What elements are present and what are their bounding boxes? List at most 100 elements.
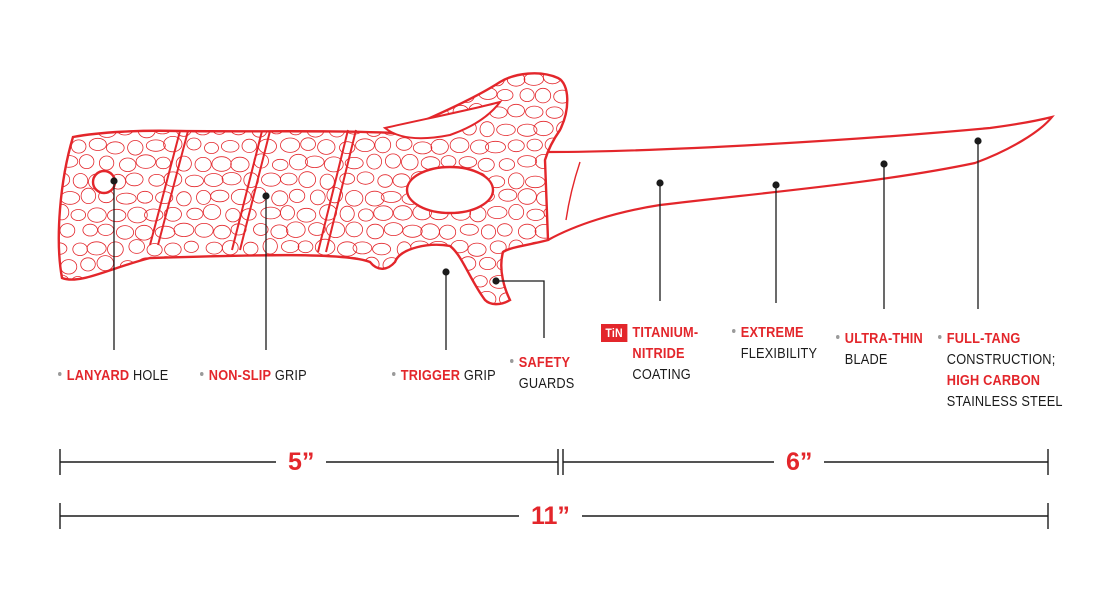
scale-cell	[148, 174, 166, 187]
scale-cell	[459, 223, 479, 236]
scale-cell	[127, 140, 144, 156]
scale-cell	[337, 241, 358, 257]
scale-cell	[73, 106, 89, 119]
scale-cell	[498, 158, 515, 171]
scale-cell	[90, 73, 107, 86]
scale-cell	[270, 224, 289, 239]
scale-cell	[87, 207, 107, 223]
scale-cell	[480, 224, 496, 240]
scale-cell	[338, 73, 356, 85]
scale-cell	[230, 188, 252, 206]
scale-cell	[339, 141, 356, 154]
scale-cell	[109, 73, 127, 83]
scale-cell	[109, 102, 125, 118]
grip-band-3	[317, 129, 357, 253]
scale-cell	[281, 272, 297, 288]
scale-cell	[353, 274, 372, 288]
scale-cell	[317, 275, 335, 288]
scale-cell	[212, 255, 229, 273]
scale-cell	[479, 121, 495, 138]
scale-cell	[250, 90, 266, 103]
scale-cell	[355, 138, 375, 153]
label-line3: COATING	[632, 367, 691, 383]
scale-cell	[507, 139, 525, 153]
scale-cell	[479, 256, 497, 270]
scale-cell	[86, 241, 107, 256]
scale-cell	[508, 203, 525, 220]
scale-cell	[183, 240, 199, 253]
label-accent: SAFETY	[518, 355, 571, 371]
scale-cell	[204, 141, 219, 154]
scale-cell	[380, 191, 402, 203]
scale-cell	[88, 137, 107, 151]
bullet-dot	[58, 372, 62, 377]
scale-cell	[82, 223, 98, 237]
scale-cell	[71, 73, 87, 87]
scale-cell	[432, 73, 449, 83]
scale-cell	[296, 73, 315, 84]
label-line2: BLADE	[844, 352, 888, 368]
scale-cell	[401, 153, 419, 171]
scale-cell	[210, 189, 230, 203]
scale-cell	[518, 259, 537, 275]
scale-cell	[356, 105, 373, 120]
scale-cell	[419, 292, 440, 305]
scale-cell	[58, 122, 77, 135]
scale-cell	[306, 256, 327, 274]
scale-cell	[241, 138, 258, 153]
callout-leaders	[110, 137, 982, 350]
scale-cell	[553, 89, 568, 104]
scale-cell	[288, 153, 308, 171]
scale-cell	[118, 86, 135, 101]
scale-cell	[107, 241, 124, 258]
scale-cell	[304, 155, 325, 169]
scale-cell	[268, 290, 289, 305]
scale-cell	[193, 292, 209, 305]
scale-cell	[525, 105, 544, 119]
scale-cell	[59, 223, 76, 238]
scale-cell	[184, 174, 204, 188]
scale-cell	[116, 192, 137, 205]
scale-cell	[526, 138, 543, 152]
scale-cell	[477, 157, 495, 172]
scale-cell	[309, 189, 326, 206]
scale-cell	[117, 292, 136, 305]
blade	[547, 115, 1055, 241]
scale-cell	[469, 73, 485, 87]
scale-cell	[287, 288, 308, 305]
callout-non-slip-grip: NON-SLIP GRIP	[200, 366, 307, 387]
scale-cell	[391, 73, 412, 88]
callout-lanyard-hole: LANYARD HOLE	[58, 366, 168, 387]
scale-cell	[253, 223, 269, 236]
handle-oval	[405, 165, 495, 215]
scale-cell	[296, 207, 317, 223]
tin-badge: TiN	[601, 324, 628, 342]
scale-cell	[299, 104, 319, 121]
callout-trigger-grip: TRIGGER GRIP	[392, 366, 496, 387]
callout-tin-coating: TiN TITANIUM- NITRIDE COATING	[601, 323, 698, 386]
scale-cell	[315, 73, 334, 86]
scale-cell	[517, 188, 537, 205]
thumb-ridge	[382, 100, 503, 140]
scale-cell	[345, 221, 364, 238]
label-rest: GRIP	[274, 368, 307, 384]
scale-cell	[212, 87, 230, 105]
scale-cell	[116, 225, 135, 240]
callout-ultra-thin-blade: ULTRA-THIN BLADE	[836, 329, 923, 371]
scale-cell	[337, 272, 358, 288]
scale-cell	[536, 257, 555, 272]
scale-cell	[224, 105, 242, 123]
scale-cell	[508, 172, 525, 190]
scale-cell	[395, 105, 411, 118]
scale-cell	[358, 208, 374, 222]
scale-cell	[163, 207, 182, 222]
scale-cell	[182, 275, 202, 293]
scale-cell	[411, 274, 432, 288]
label-rest: GRIP	[463, 368, 496, 384]
scale-cell	[328, 256, 345, 273]
scale-cell	[395, 137, 413, 151]
callout-extreme-flexibility: EXTREME FLEXIBILITY	[732, 323, 817, 365]
label-accent: FULL-TANG	[946, 331, 1021, 347]
label-line2: GUARDS	[518, 376, 575, 392]
scale-cell	[496, 89, 514, 102]
